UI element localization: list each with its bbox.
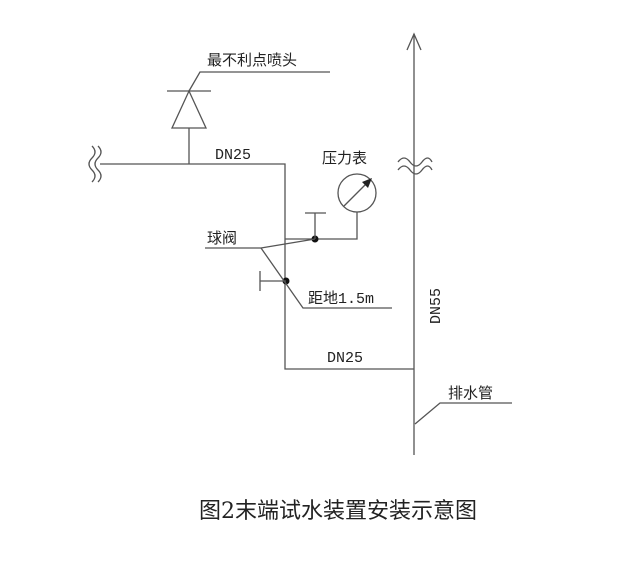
break-symbol-left xyxy=(88,145,102,183)
height-label: 距地1.5m xyxy=(308,290,374,308)
pressure-gauge-label: 压力表 xyxy=(322,149,367,167)
ball-valve-upper-icon xyxy=(305,212,326,243)
ball-valve-label: 球阀 xyxy=(207,229,237,247)
sprinkler-leader xyxy=(188,71,330,92)
main-riser-pipe xyxy=(406,32,422,455)
sprinkler-label: 最不利点喷头 xyxy=(207,51,297,69)
main-pipe-size: DN55 xyxy=(428,288,445,324)
figure-caption: 图2末端试水装置安装示意图 xyxy=(199,499,477,524)
pipe-size-top: DN25 xyxy=(215,147,251,164)
branch-pipe-top xyxy=(100,163,414,370)
sprinkler-head-icon xyxy=(167,89,211,164)
drain-leader xyxy=(414,402,512,425)
break-symbol-right xyxy=(397,157,433,175)
pressure-gauge-icon xyxy=(285,173,377,240)
pipe-size-bottom: DN25 xyxy=(327,350,363,367)
drain-pipe-label: 排水管 xyxy=(448,384,493,402)
ball-valve-lower-icon xyxy=(259,271,290,291)
height-leader xyxy=(260,247,392,309)
